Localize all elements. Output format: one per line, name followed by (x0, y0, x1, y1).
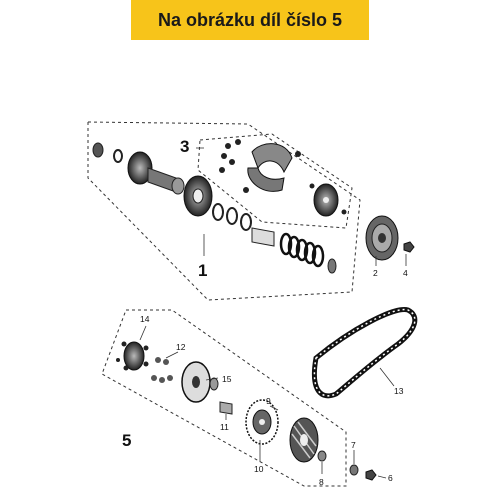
label-part-13: 13 (394, 386, 404, 396)
drive-face (289, 417, 327, 463)
drive-pulley (183, 175, 213, 217)
label-part-6: 6 (388, 473, 393, 483)
label-part-10: 10 (254, 464, 264, 474)
label-group-1: 1 (198, 261, 207, 280)
group-3-outline (197, 133, 353, 229)
label-part-14: 14 (140, 314, 150, 324)
label-part-15: 15 (222, 374, 232, 384)
label-part-11: 11 (220, 422, 229, 432)
title-text: Na obrázku díl číslo 5 (157, 9, 343, 30)
label-part-4: 4 (403, 268, 408, 278)
lower-group-outline (101, 309, 347, 487)
drive-face-fan (245, 399, 279, 445)
lower-leader-lines (139, 325, 395, 479)
roller-weights (151, 357, 173, 383)
spacer-rings (212, 203, 275, 247)
bushing (219, 401, 233, 415)
drive-belt (311, 307, 418, 399)
title-banner: Na obrázku díl číslo 5 (131, 0, 369, 40)
label-part-2: 2 (373, 268, 378, 278)
clutch-plate (309, 183, 347, 217)
upper-group-outline (87, 121, 361, 301)
washer-nut (349, 464, 377, 481)
clutch-bell (365, 215, 399, 261)
label-part-12: 12 (176, 342, 186, 352)
variator-plate (181, 361, 219, 403)
variator-hub (116, 341, 149, 371)
bell-nut (403, 241, 415, 253)
label-part-9: 9 (266, 396, 271, 406)
drive-face-shaft (127, 151, 185, 195)
clutch-shoes (219, 139, 301, 193)
clutch-spring (279, 232, 337, 274)
label-part-8: 8 (319, 477, 324, 487)
upper-leader-lines (196, 147, 407, 266)
label-group-3: 3 (180, 137, 189, 156)
upper-washers (92, 142, 123, 163)
label-part-7: 7 (351, 440, 356, 450)
label-group-5: 5 (122, 431, 131, 450)
